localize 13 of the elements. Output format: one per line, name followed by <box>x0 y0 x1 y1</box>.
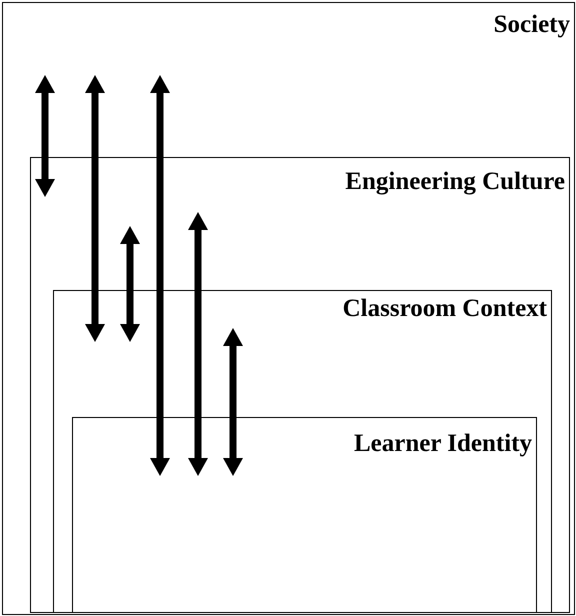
region-title: Classroom Context <box>342 295 547 322</box>
double-arrow <box>150 75 170 476</box>
region-title: Engineering Culture <box>345 168 565 196</box>
region-title: Society <box>494 11 570 38</box>
region-title: Learner Identity <box>354 430 532 458</box>
double-arrow <box>85 75 105 342</box>
double-arrow <box>120 226 140 342</box>
double-arrow <box>223 328 243 476</box>
nested-region-box <box>30 157 570 613</box>
double-arrow <box>35 75 55 197</box>
double-arrow <box>188 212 208 476</box>
nested-region-box <box>72 417 537 613</box>
nested-region-box <box>53 290 552 613</box>
